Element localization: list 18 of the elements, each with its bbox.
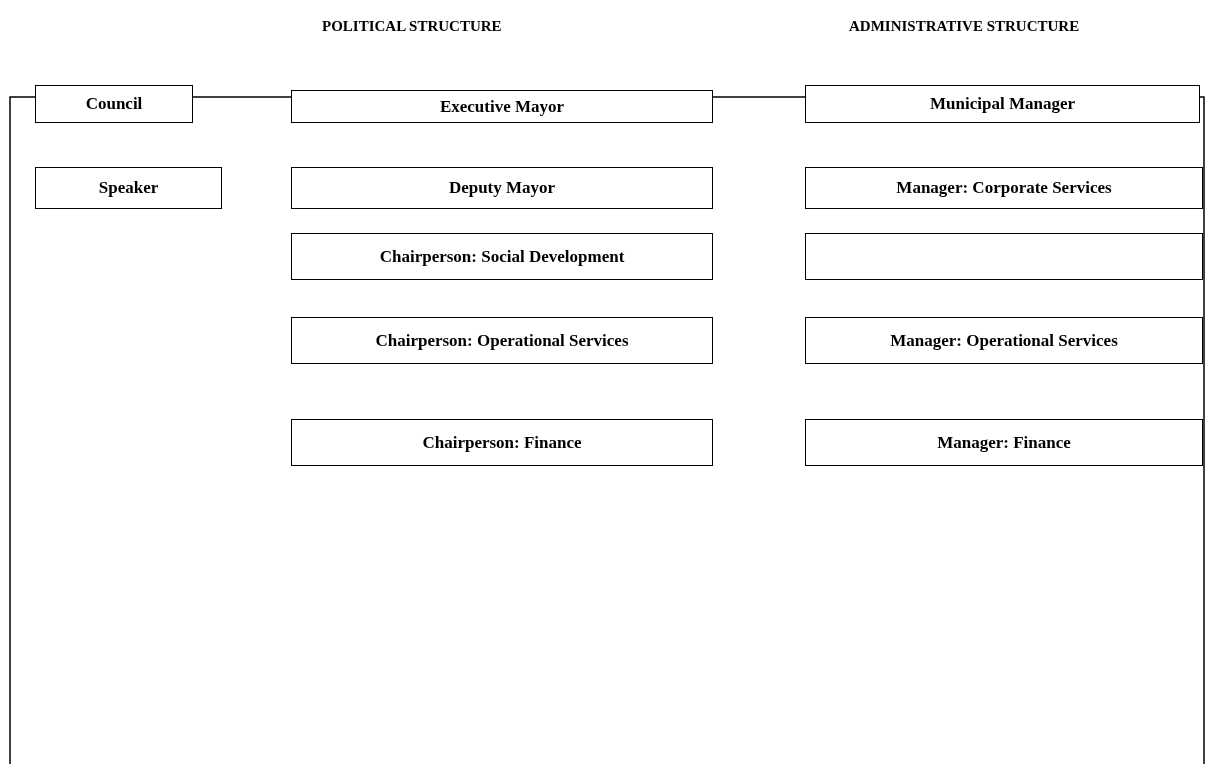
section-heading: ADMINISTRATIVE STRUCTURE: [849, 18, 1080, 35]
position-box: Chairperson: Finance: [291, 419, 713, 466]
position-box: Speaker: [35, 167, 222, 209]
position-box: Manager: Operational Services: [805, 317, 1203, 364]
connector-line: [9, 96, 36, 764]
connector-line: [712, 96, 806, 98]
empty-box: [805, 233, 1203, 280]
position-box: Deputy Mayor: [291, 167, 713, 209]
position-box: Executive Mayor: [291, 90, 713, 123]
position-box: Chairperson: Social Development: [291, 233, 713, 280]
section-heading: POLITICAL STRUCTURE: [322, 18, 502, 35]
connector-line: [192, 96, 292, 98]
position-box: Chairperson: Operational Services: [291, 317, 713, 364]
position-box: Municipal Manager: [805, 85, 1200, 123]
connector-line: [1199, 96, 1205, 764]
position-box: Council: [35, 85, 193, 123]
position-box: Manager: Corporate Services: [805, 167, 1203, 209]
position-box: Manager: Finance: [805, 419, 1203, 466]
